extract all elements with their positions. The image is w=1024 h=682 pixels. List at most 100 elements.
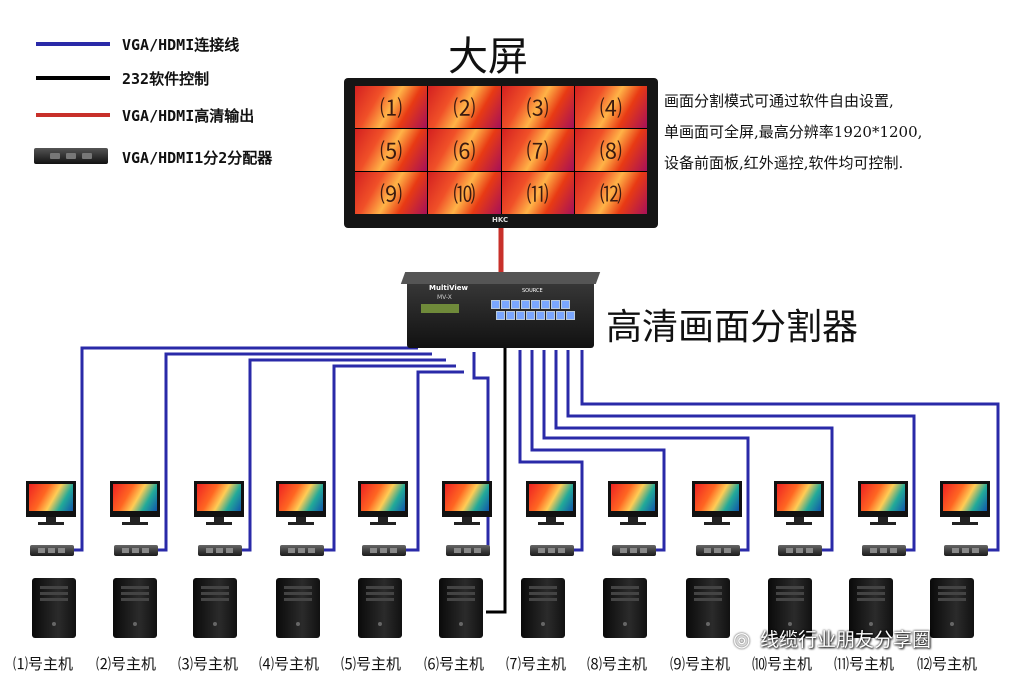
device-button — [521, 300, 530, 309]
watermark-text: 线缆行业朋友分享圈 — [760, 629, 932, 651]
device-button — [501, 300, 510, 309]
vga-cable-host-2 — [154, 352, 432, 552]
host-label: ⑾号主机 — [834, 655, 895, 673]
device-button — [556, 311, 565, 320]
host-splitter-device — [862, 545, 906, 556]
wechat-icon: ◎ — [733, 627, 751, 651]
host-label: ⑿号主机 — [917, 655, 978, 673]
host-monitor — [194, 481, 244, 525]
host-monitor — [608, 481, 658, 525]
vga-cable-host-4 — [322, 364, 456, 552]
device-button — [531, 300, 540, 309]
device-button — [516, 311, 525, 320]
host-monitor — [442, 481, 492, 525]
host-splitter-device — [114, 545, 158, 556]
device-button — [496, 311, 505, 320]
host-monitor — [774, 481, 824, 525]
host-tower-icon — [276, 578, 320, 638]
host-splitter-device — [530, 545, 574, 556]
wall-tile: ⑽ — [428, 172, 501, 214]
vga-cable-host-11 — [566, 350, 916, 552]
host-splitter-device — [280, 545, 324, 556]
wall-tile: ⑿ — [574, 172, 647, 214]
host-monitor — [276, 481, 326, 525]
host-splitter-device — [778, 545, 822, 556]
hd-screen-splitter-device: MultiView MV-X SOURCE — [400, 272, 601, 348]
vga-cable-host-7 — [518, 350, 584, 552]
host-splitter-device — [696, 545, 740, 556]
host-tower-icon — [930, 578, 974, 638]
legend-control-line — [36, 76, 110, 80]
wall-tile: ⑻ — [574, 129, 647, 171]
monitor-brand-logo: HKC — [492, 216, 509, 224]
device-button — [541, 300, 550, 309]
host-tower-icon — [686, 578, 730, 638]
host-splitter-device — [446, 545, 490, 556]
legend-vga-label: VGA/HDMI连接线 — [122, 36, 240, 54]
device-button — [506, 311, 515, 320]
video-wall-grid: ⑴ ⑵ ⑶ ⑷ ⑸ ⑹ ⑺ ⑻ ⑼ ⑽ ⑾ ⑿ — [355, 86, 647, 214]
host-monitor — [26, 481, 76, 525]
host-splitter-device — [612, 545, 656, 556]
host-tower-icon — [193, 578, 237, 638]
host-label: ⑶号主机 — [178, 655, 239, 673]
device-button — [491, 300, 500, 309]
big-screen-title: 大屏 — [448, 34, 528, 80]
wall-tile: ⑶ — [501, 86, 574, 128]
device-button-label: SOURCE — [522, 288, 543, 294]
host-label: ⑽号主机 — [752, 655, 813, 673]
splitter-device-icon — [34, 148, 108, 164]
legend-output-line — [36, 113, 110, 117]
wall-tile: ⑴ — [355, 86, 428, 128]
host-splitter-device — [362, 545, 406, 556]
vga-cable-host-3 — [238, 358, 446, 552]
wall-tile: ⑸ — [355, 129, 428, 171]
wall-tile: ⑾ — [501, 172, 574, 214]
big-screen-monitor: ⑴ ⑵ ⑶ ⑷ ⑸ ⑹ ⑺ ⑻ ⑼ ⑽ ⑾ ⑿ HKC — [344, 78, 658, 228]
legend-output-label: VGA/HDMI高清输出 — [122, 107, 255, 125]
wall-tile: ⑷ — [574, 86, 647, 128]
host-tower-icon — [113, 578, 157, 638]
device-button — [546, 311, 555, 320]
host-label: ⑺号主机 — [506, 655, 567, 673]
host-label: ⑵号主机 — [96, 655, 157, 673]
device-button — [526, 311, 535, 320]
vga-cable-host-6 — [472, 352, 490, 552]
description-line: 画面分割模式可通过软件自由设置, — [664, 92, 894, 110]
device-button — [566, 311, 575, 320]
legend-vga-line — [36, 42, 110, 46]
host-label: ⑹号主机 — [424, 655, 485, 673]
wall-tile: ⑵ — [428, 86, 501, 128]
host-monitor — [358, 481, 408, 525]
rs232-control-cable — [486, 348, 507, 614]
device-brand: MultiView — [429, 284, 469, 292]
host-tower-icon — [32, 578, 76, 638]
splitter-title: 高清画面分割器 — [606, 307, 859, 348]
vga-cable-host-12 — [580, 350, 1000, 552]
legend-control-label: 232软件控制 — [122, 70, 210, 88]
wall-tile: ⑼ — [355, 172, 428, 214]
host-tower-icon — [358, 578, 402, 638]
host-tower-icon — [768, 578, 812, 638]
vga-cable-host-10 — [554, 350, 834, 552]
host-label: ⑸号主机 — [341, 655, 402, 673]
device-model: MV-X — [437, 294, 452, 301]
host-monitor — [858, 481, 908, 525]
host-monitor — [940, 481, 990, 525]
host-tower-icon — [439, 578, 483, 638]
wall-tile: ⑺ — [501, 129, 574, 171]
host-splitter-device — [198, 545, 242, 556]
legend-splitter-label: VGA/HDMI1分2分配器 — [122, 149, 273, 167]
host-tower-icon — [521, 578, 565, 638]
device-button — [536, 311, 545, 320]
host-monitor — [692, 481, 742, 525]
host-splitter-device — [944, 545, 988, 556]
host-label: ⑴号主机 — [13, 655, 74, 673]
device-top-panel — [400, 272, 601, 284]
description-line: 单画面可全屏,最高分辨率1920*1200, — [664, 123, 923, 141]
device-button — [561, 300, 570, 309]
device-lcd-display — [421, 304, 459, 313]
host-monitor — [110, 481, 160, 525]
feature-description: 画面分割模式可通过软件自由设置, 单画面可全屏,最高分辨率1920*1200, … — [664, 86, 922, 179]
